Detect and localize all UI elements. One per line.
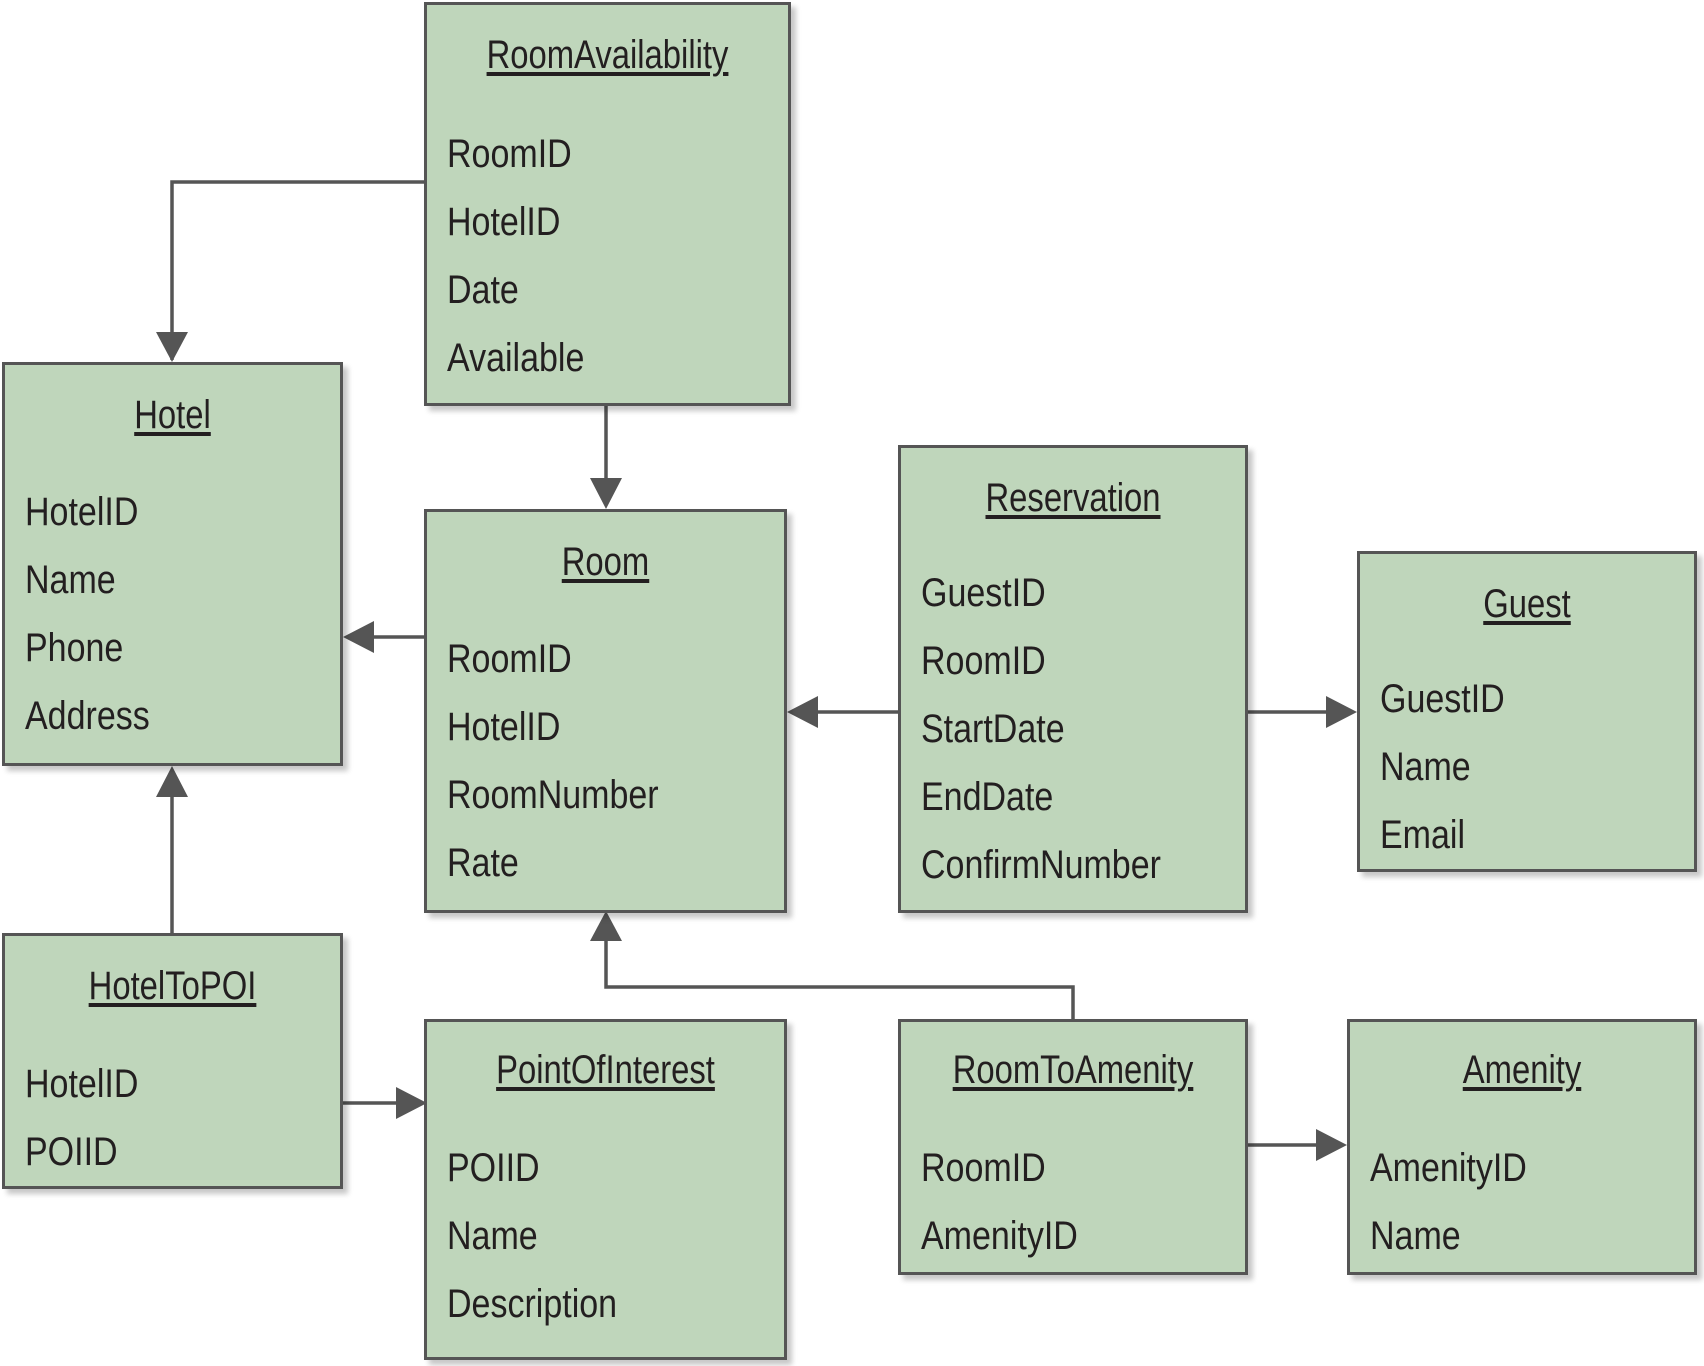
field-hotelid: HotelID bbox=[25, 1062, 139, 1106]
field-name: Name bbox=[25, 558, 116, 602]
field-name: Name bbox=[1370, 1214, 1461, 1258]
connector-roomtoamenity-to-room bbox=[604, 939, 1075, 1019]
entity-title: RoomToAmenity bbox=[952, 1048, 1194, 1092]
field-confirmnumber: ConfirmNumber bbox=[921, 843, 1161, 887]
entity-room[interactable]: Room RoomID HotelID RoomNumber Rate bbox=[424, 509, 787, 913]
entity-title: Reservation bbox=[985, 476, 1161, 520]
field-amenityid: AmenityID bbox=[921, 1214, 1078, 1258]
field-description: Description bbox=[447, 1282, 618, 1326]
field-roomid: RoomID bbox=[447, 132, 572, 176]
field-guestid: GuestID bbox=[921, 571, 1046, 615]
entity-title: Hotel bbox=[134, 393, 211, 437]
entity-amenity[interactable]: Amenity AmenityID Name bbox=[1347, 1019, 1697, 1275]
entity-guest[interactable]: Guest GuestID Name Email bbox=[1357, 551, 1697, 872]
field-poiid: POIID bbox=[447, 1146, 540, 1190]
entity-title: Room bbox=[561, 540, 650, 584]
entity-point-of-interest[interactable]: PointOfInterest POIID Name Description bbox=[424, 1019, 787, 1360]
field-date: Date bbox=[447, 268, 519, 312]
field-roomid: RoomID bbox=[447, 637, 572, 681]
field-phone: Phone bbox=[25, 626, 124, 670]
field-amenityid: AmenityID bbox=[1370, 1146, 1527, 1190]
field-roomid: RoomID bbox=[921, 1146, 1046, 1190]
field-roomid: RoomID bbox=[921, 639, 1046, 683]
field-poiid: POIID bbox=[25, 1130, 118, 1174]
field-hotelid: HotelID bbox=[447, 705, 561, 749]
entity-room-to-amenity[interactable]: RoomToAmenity RoomID AmenityID bbox=[898, 1019, 1248, 1275]
entity-title: Amenity bbox=[1462, 1048, 1582, 1092]
field-email: Email bbox=[1380, 813, 1466, 857]
entity-room-availability[interactable]: RoomAvailability RoomID HotelID Date Ava… bbox=[424, 2, 791, 406]
entity-title: HotelToPOI bbox=[88, 964, 257, 1008]
entity-title: Guest bbox=[1483, 582, 1571, 626]
entity-reservation[interactable]: Reservation GuestID RoomID StartDate End… bbox=[898, 445, 1248, 913]
field-roomnumber: RoomNumber bbox=[447, 773, 659, 817]
connector-roomavailability-to-hotel bbox=[170, 180, 424, 360]
field-guestid: GuestID bbox=[1380, 677, 1505, 721]
field-rate: Rate bbox=[447, 841, 519, 885]
field-address: Address bbox=[25, 694, 150, 738]
field-name: Name bbox=[1380, 745, 1471, 789]
entity-title: RoomAvailability bbox=[486, 33, 729, 77]
field-hotelid: HotelID bbox=[25, 490, 139, 534]
field-hotelid: HotelID bbox=[447, 200, 561, 244]
field-enddate: EndDate bbox=[921, 775, 1054, 819]
entity-title: PointOfInterest bbox=[496, 1048, 715, 1092]
field-name: Name bbox=[447, 1214, 538, 1258]
entity-hotel[interactable]: Hotel HotelID Name Phone Address bbox=[2, 362, 343, 766]
field-startdate: StartDate bbox=[921, 707, 1065, 751]
field-available: Available bbox=[447, 336, 585, 380]
entity-hotel-to-poi[interactable]: HotelToPOI HotelID POIID bbox=[2, 933, 343, 1189]
